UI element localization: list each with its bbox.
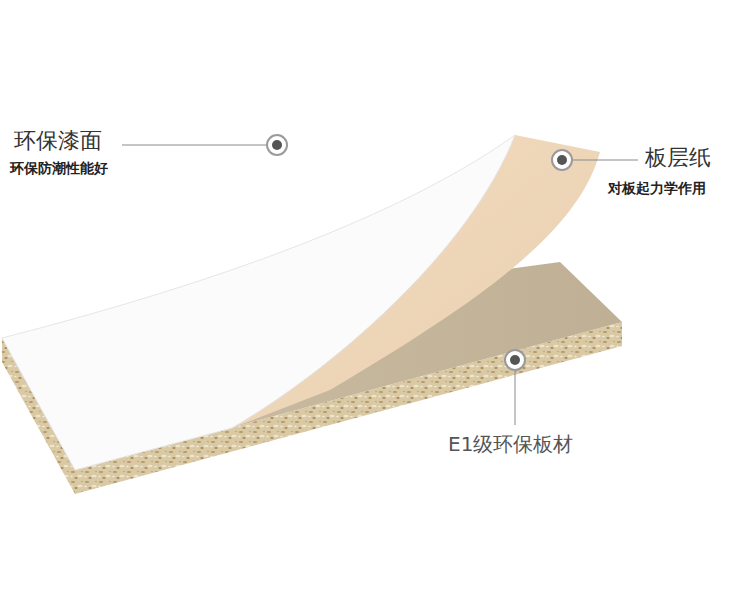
marker-dot bbox=[552, 150, 572, 170]
callout-note: 环保防潮性能好 bbox=[10, 160, 108, 177]
callout-title: 环保漆面 bbox=[14, 128, 102, 154]
leader-line bbox=[122, 145, 266, 146]
marker-dot bbox=[505, 350, 525, 370]
paint-layer bbox=[2, 135, 515, 470]
callout-note: 对板起力学作用 bbox=[608, 180, 706, 197]
leader-line bbox=[573, 160, 638, 161]
leader-line bbox=[515, 371, 516, 425]
callout-title: 板层纸 bbox=[645, 145, 711, 171]
callout-title: E1级环保板材 bbox=[448, 432, 573, 456]
marker-dot bbox=[267, 135, 287, 155]
